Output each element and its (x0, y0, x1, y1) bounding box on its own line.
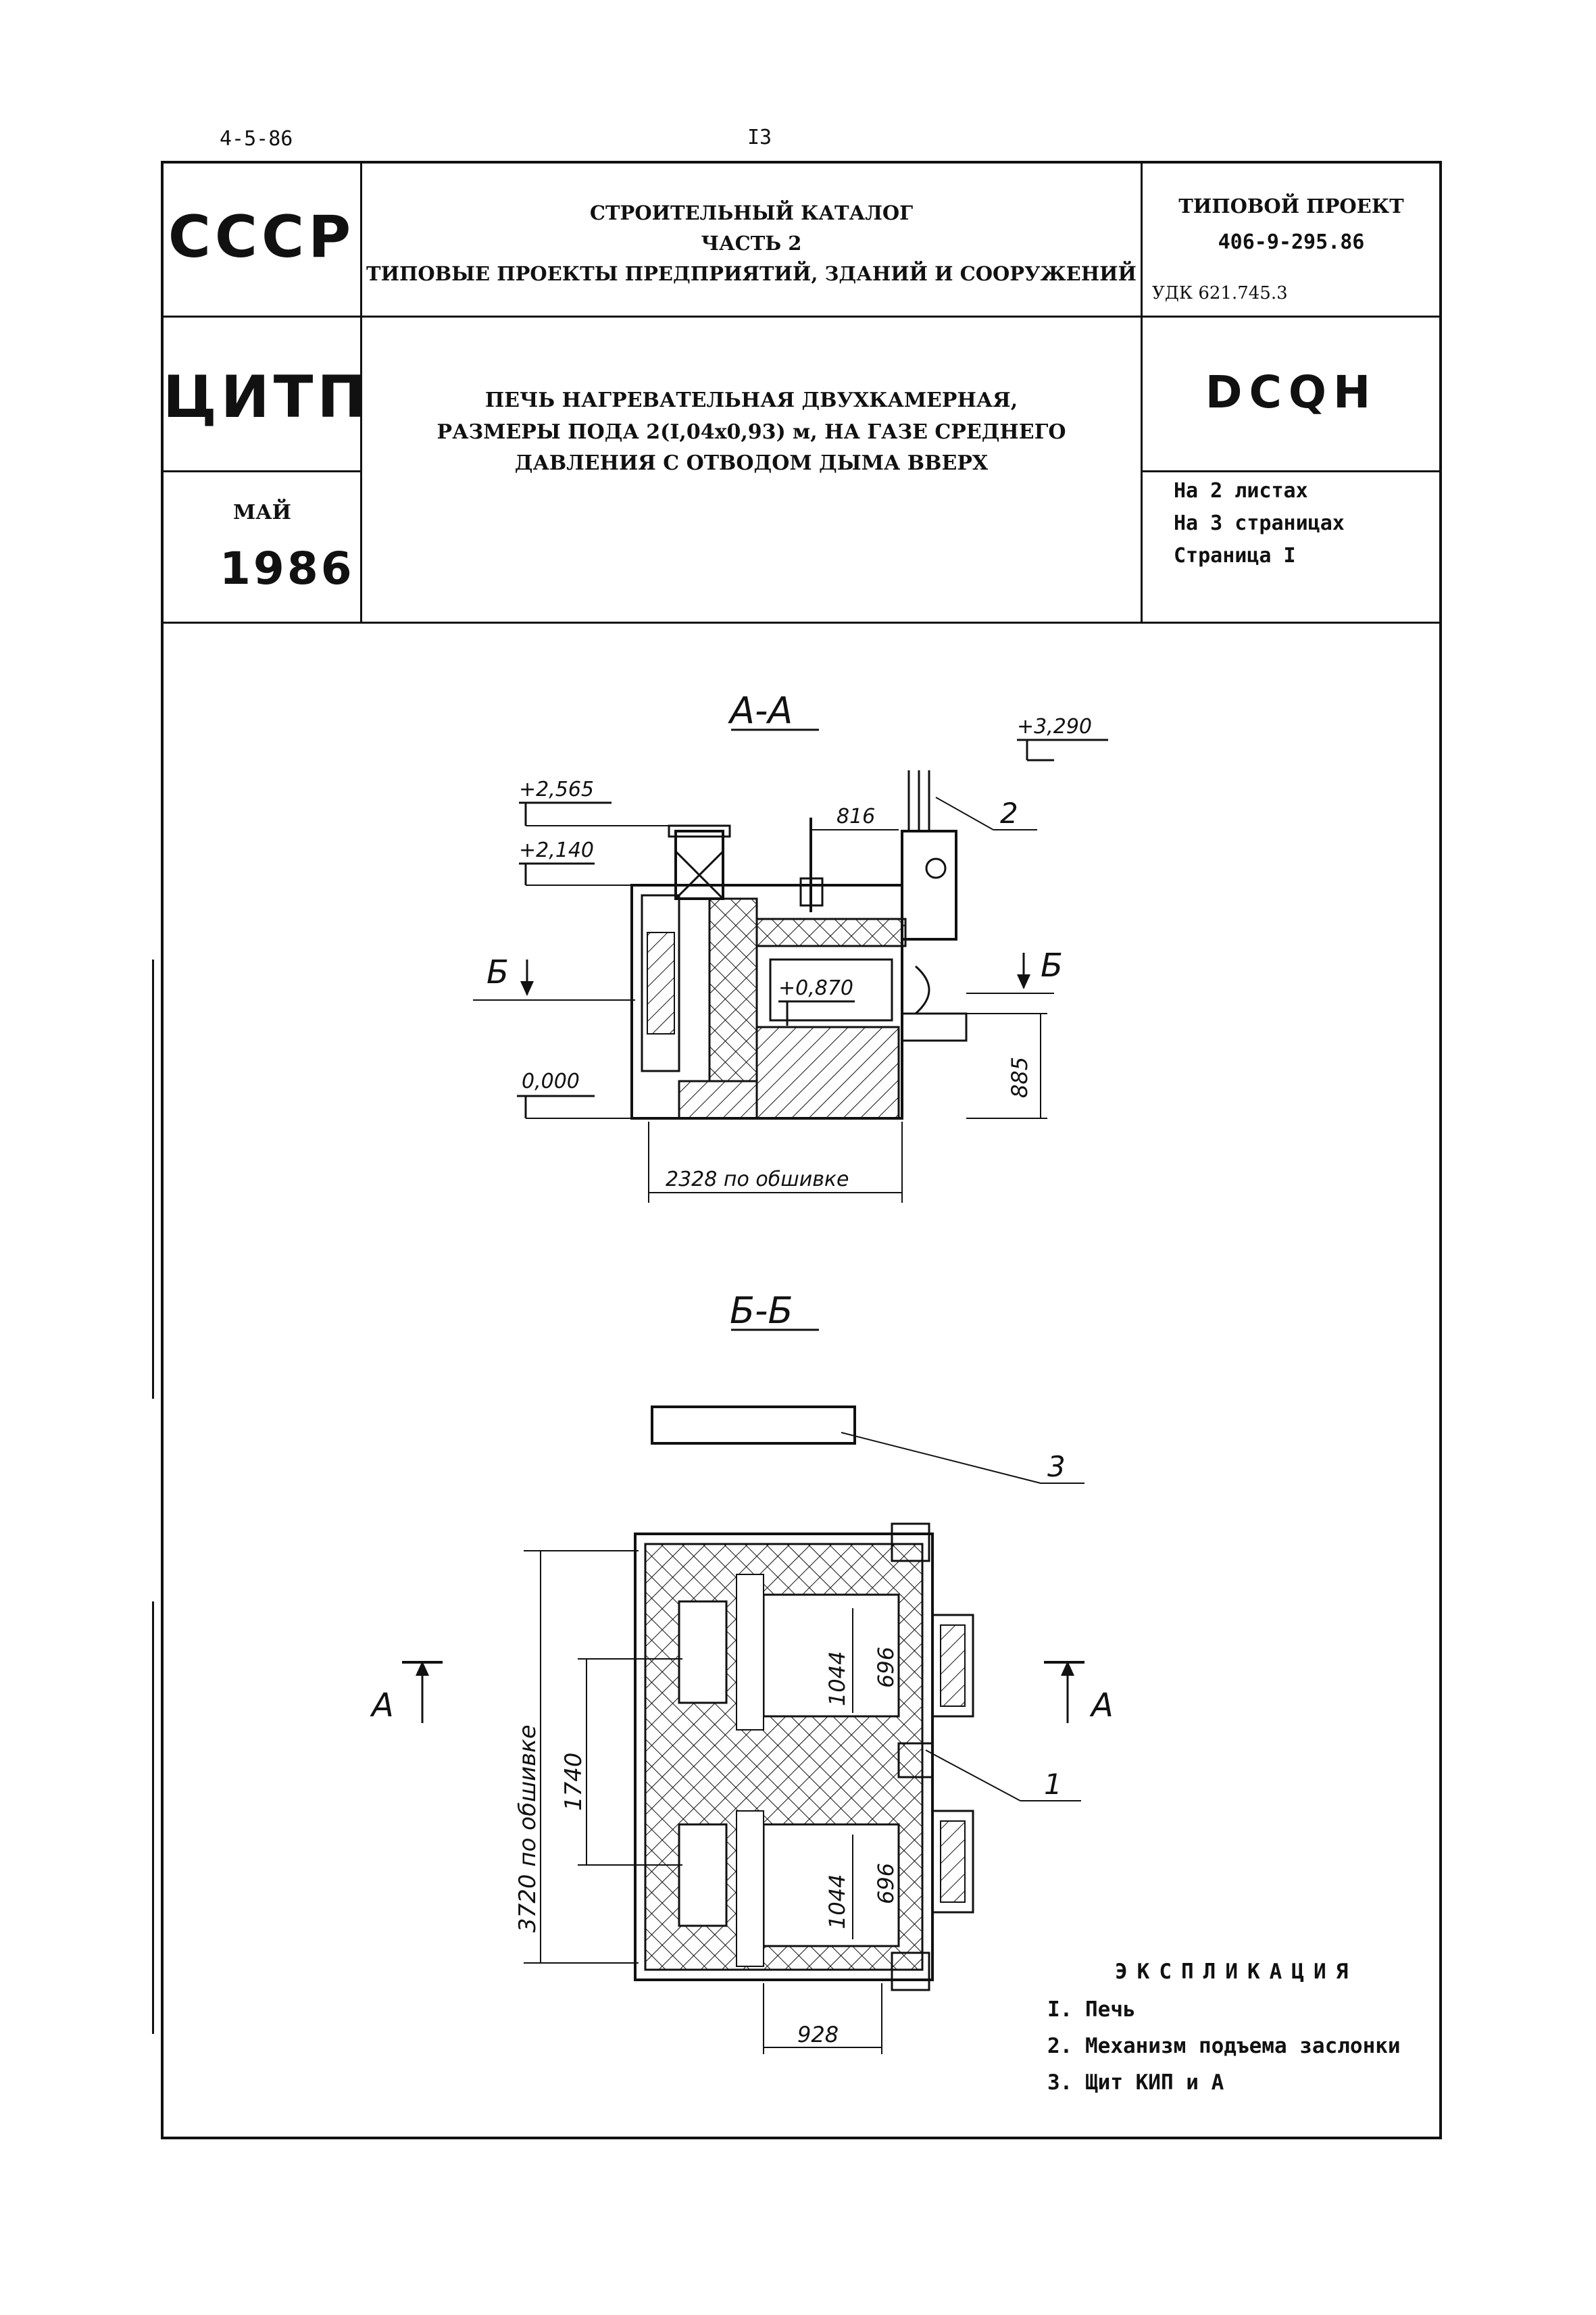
cut-b-left: Б (487, 953, 509, 991)
org-name: ЦИТП (163, 364, 370, 431)
dim-1740: 1740 (560, 1752, 587, 1811)
section-bb-title: Б-Б (730, 1289, 793, 1332)
sheets-count: На 2 листах (1174, 479, 1308, 503)
legend: ЭКСПЛИКАЦИЯ I. Печь 2. Механизм подъема … (1047, 1960, 1401, 2107)
document-code: 4-5-86 (220, 127, 293, 151)
cut-a-right: А (1089, 1687, 1114, 1724)
margin-mark (152, 960, 154, 1399)
issue-month: МАЙ (233, 501, 291, 524)
dim-1044-upper: 1044 (824, 1651, 850, 1706)
dim-3720: 3720 по обшивке (514, 1724, 541, 1933)
document-cipher: DCQH (1205, 366, 1378, 418)
callout-1: 1 (1044, 1768, 1062, 1801)
stamp-sheets-cell: На 2 листах На 3 страницах Страница I (1141, 470, 1442, 624)
dim-1044-lower: 1044 (824, 1874, 850, 1929)
stamp-title-cell: ПЕЧЬ НАГРЕВАТЕЛЬНАЯ ДВУХКАМЕРНАЯ, РАЗМЕР… (360, 316, 1143, 624)
stamp-org-name-cell: ЦИТП (161, 316, 370, 472)
project-number: 406-9-295.86 (1218, 230, 1365, 254)
current-page: Страница I (1174, 544, 1296, 568)
level-2565: +2,565 (519, 778, 594, 801)
cut-b-right: Б (1041, 947, 1063, 985)
page-number: I3 (747, 126, 772, 149)
callout-3: 3 (1047, 1450, 1066, 1483)
section-aa: А-А +3,290 +2,565 +2,140 816 (473, 689, 1108, 1203)
legend-title: ЭКСПЛИКАЦИЯ (1115, 1960, 1358, 1984)
dim-816: 816 (837, 805, 875, 828)
dim-696-upper: 696 (873, 1647, 899, 1688)
issue-year: 1986 (220, 543, 355, 595)
org-country: СССР (168, 203, 355, 271)
stamp-date-cell: МАЙ 1986 (161, 470, 362, 624)
catalog-line-3: ТИПОВЫЕ ПРОЕКТЫ ПРЕДПРИЯТИЙ, ЗДАНИЙ И СО… (366, 262, 1137, 285)
level-0000: 0,000 (522, 1070, 580, 1093)
dim-928: 928 (797, 2022, 839, 2047)
level-2140: +2,140 (519, 839, 594, 862)
section-bb: Б-Б 3 А А (370, 1289, 1114, 2054)
stamp-org-country-cell: СССР (161, 161, 362, 318)
pages-count: На 3 страницах (1174, 512, 1345, 535)
title-line-2: РАЗМЕРЫ ПОДА 2(I,04х0,93) м, НА ГАЗЕ СРЕ… (437, 420, 1066, 444)
section-aa-title: А-А (728, 689, 793, 732)
legend-item: 3. Щит КИП и А (1047, 2070, 1224, 2095)
legend-item: I. Печь (1047, 1997, 1136, 2022)
dim-696-lower: 696 (873, 1863, 899, 1904)
udk-code: УДК 621.745.3 (1152, 283, 1288, 303)
callout-2: 2 (1000, 797, 1018, 830)
catalog-line-1: СТРОИТЕЛЬНЫЙ КАТАЛОГ (589, 201, 914, 224)
margin-mark (152, 1601, 154, 2034)
legend-item: 2. Механизм подъема заслонки (1047, 2034, 1401, 2058)
project-label: ТИПОВОЙ ПРОЕКТ (1178, 195, 1404, 218)
title-line-1: ПЕЧЬ НАГРЕВАТЕЛЬНАЯ ДВУХКАМЕРНАЯ, (484, 389, 1018, 412)
cut-a-left: А (370, 1687, 394, 1724)
level-0870: +0,870 (778, 976, 853, 1000)
dim-2328: 2328 по обшивке (666, 1168, 849, 1191)
catalog-line-2: ЧАСТЬ 2 (701, 231, 802, 255)
level-3290: +3,290 (1017, 715, 1092, 739)
title-line-3: ДАВЛЕНИЯ С ОТВОДОМ ДЫМА ВВЕРХ (514, 451, 989, 475)
dim-885: 885 (1007, 1057, 1032, 1098)
